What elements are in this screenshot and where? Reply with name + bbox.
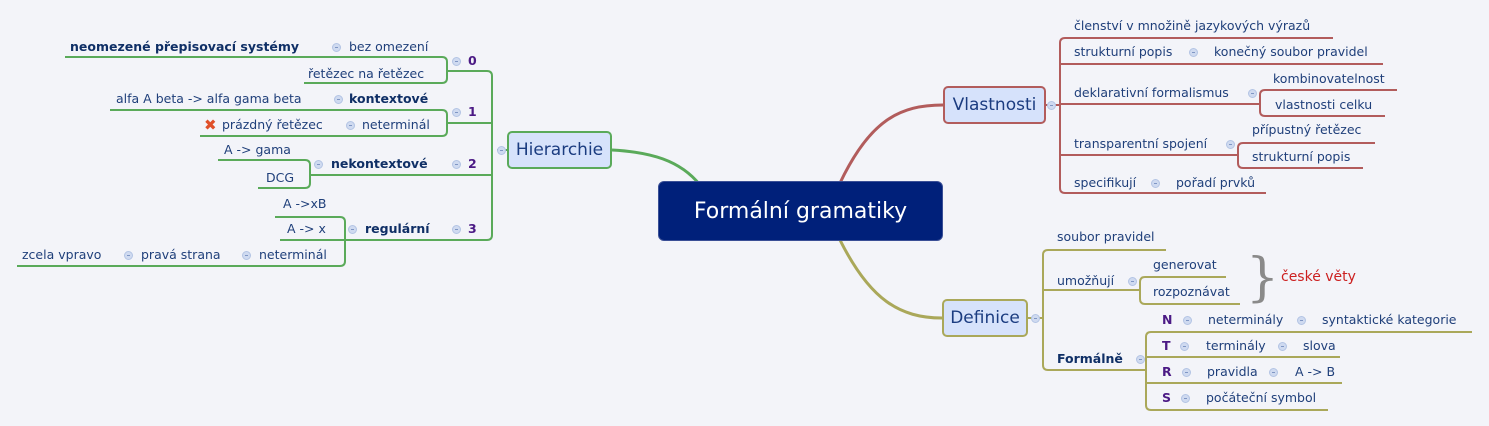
node-neomezene[interactable]: neomezené přepisovací systémy	[70, 39, 300, 54]
node-type-2[interactable]: 2	[468, 156, 477, 171]
node-specifikuji[interactable]: specifikují	[1074, 175, 1137, 190]
collapse-minus-icon[interactable]	[1189, 48, 1198, 57]
node-poradi[interactable]: pořadí prvků	[1176, 175, 1256, 190]
collapse-minus-icon[interactable]	[1181, 394, 1190, 403]
central-topic[interactable]: Formální gramatiky	[658, 181, 943, 241]
node-type-3[interactable]: 3	[468, 221, 477, 236]
collapse-minus-icon[interactable]	[242, 251, 251, 260]
topic-vlastnosti[interactable]: Vlastnosti	[943, 86, 1046, 124]
node-a-gama[interactable]: A -> gama	[224, 142, 291, 157]
node-rozpoznavat[interactable]: rozpoznávat	[1153, 284, 1230, 299]
node-terminaly[interactable]: terminály	[1206, 338, 1266, 353]
collapse-minus-icon[interactable]	[1226, 140, 1235, 149]
node-konecny-soubor[interactable]: konečný soubor pravidel	[1214, 44, 1368, 59]
node-strukturni-popis[interactable]: strukturní popis	[1074, 44, 1173, 59]
node-type-0[interactable]: 0	[468, 53, 477, 68]
node-vlastnosti-celku[interactable]: vlastnosti celku	[1275, 97, 1373, 112]
node-bez-omezeni[interactable]: bez omezení	[349, 39, 429, 54]
collapse-minus-icon[interactable]	[346, 121, 355, 130]
topic-hierarchie[interactable]: Hierarchie	[507, 131, 612, 169]
node-symbol-r[interactable]: R	[1162, 364, 1172, 379]
node-kombinovatelnost[interactable]: kombinovatelnost	[1273, 71, 1385, 86]
node-kontextove[interactable]: kontextové	[349, 91, 429, 106]
node-deklarativni[interactable]: deklarativní formalismus	[1074, 85, 1229, 100]
node-strukturni-popis-2[interactable]: strukturní popis	[1252, 149, 1351, 164]
node-a-xb[interactable]: A ->xB	[283, 196, 327, 211]
node-generovat[interactable]: generovat	[1153, 257, 1217, 272]
node-prava-strana[interactable]: pravá strana	[141, 247, 221, 262]
node-symbol-n[interactable]: N	[1162, 312, 1173, 327]
node-pocatecni-symbol[interactable]: počáteční symbol	[1206, 390, 1317, 405]
node-soubor-pravidel[interactable]: soubor pravidel	[1057, 229, 1155, 244]
collapse-minus-icon[interactable]	[334, 95, 343, 104]
collapse-minus-icon[interactable]	[452, 160, 461, 169]
node-nekontextove[interactable]: nekontextové	[331, 156, 428, 171]
collapse-minus-icon[interactable]	[452, 108, 461, 117]
node-a-x[interactable]: A -> x	[287, 221, 326, 236]
node-retezec[interactable]: řetězec na řetězec	[308, 66, 425, 81]
node-symbol-t[interactable]: T	[1162, 338, 1171, 353]
node-pripustny[interactable]: přípustný řetězec	[1252, 122, 1362, 137]
collapse-minus-icon[interactable]	[1047, 101, 1056, 110]
collapse-minus-icon[interactable]	[1180, 342, 1189, 351]
collapse-minus-icon[interactable]	[1297, 316, 1306, 325]
node-zcela-vpravo[interactable]: zcela vpravo	[22, 247, 102, 262]
cross-marker-icon: ✖	[204, 116, 217, 134]
node-transparentni[interactable]: transparentní spojení	[1074, 136, 1208, 151]
node-dcg[interactable]: DCG	[266, 170, 295, 185]
collapse-minus-icon[interactable]	[1183, 316, 1192, 325]
node-neterminal[interactable]: neterminál	[362, 117, 430, 132]
collapse-minus-icon[interactable]	[124, 251, 133, 260]
collapse-minus-icon[interactable]	[1128, 277, 1137, 286]
collapse-minus-icon[interactable]	[1151, 179, 1160, 188]
node-symbol-s[interactable]: S	[1162, 390, 1172, 405]
collapse-minus-icon[interactable]	[314, 160, 323, 169]
node-alfa[interactable]: alfa A beta -> alfa gama beta	[116, 91, 302, 106]
collapse-minus-icon[interactable]	[452, 57, 461, 66]
node-slova[interactable]: slova	[1303, 338, 1336, 353]
node-a-b[interactable]: A -> B	[1295, 364, 1336, 379]
node-neterminal-3[interactable]: neterminál	[259, 247, 327, 262]
brace-boundary: }	[1246, 248, 1280, 308]
topic-definice[interactable]: Definice	[942, 299, 1028, 337]
node-regularni[interactable]: regulární	[365, 221, 430, 236]
collapse-minus-icon[interactable]	[497, 146, 506, 155]
node-neterminaly[interactable]: neterminály	[1208, 312, 1284, 327]
boundary-label[interactable]: české věty	[1281, 269, 1356, 285]
collapse-minus-icon[interactable]	[1269, 368, 1278, 377]
collapse-minus-icon[interactable]	[1182, 368, 1191, 377]
node-umoznuji[interactable]: umožňují	[1057, 273, 1115, 288]
node-syntakticke[interactable]: syntaktické kategorie	[1322, 312, 1457, 327]
node-pravidla[interactable]: pravidla	[1207, 364, 1258, 379]
node-type-1[interactable]: 1	[468, 104, 477, 119]
collapse-minus-icon[interactable]	[332, 43, 341, 52]
collapse-minus-icon[interactable]	[452, 225, 461, 234]
collapse-minus-icon[interactable]	[1248, 89, 1257, 98]
collapse-minus-icon[interactable]	[1031, 314, 1040, 323]
collapse-minus-icon[interactable]	[348, 225, 357, 234]
node-formalne[interactable]: Formálně	[1057, 351, 1123, 366]
collapse-minus-icon[interactable]	[1136, 355, 1145, 364]
collapse-minus-icon[interactable]	[1278, 342, 1287, 351]
node-clenstvi[interactable]: členství v množině jazykových výrazů	[1074, 18, 1311, 33]
node-prazdny[interactable]: prázdný řetězec	[222, 117, 323, 132]
